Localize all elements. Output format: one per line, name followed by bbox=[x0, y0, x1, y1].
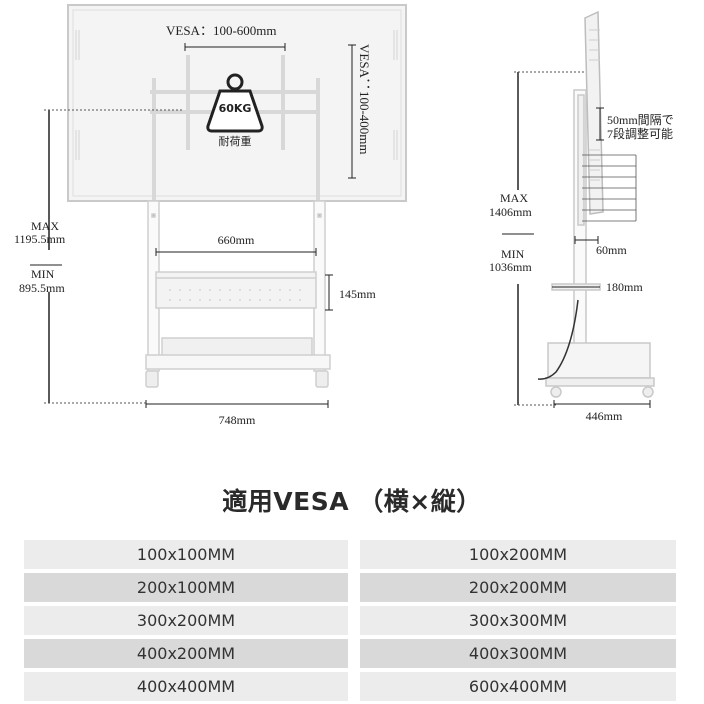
front-660-label: 660mm bbox=[217, 233, 255, 247]
side-max-label: MAX bbox=[500, 191, 529, 205]
side-column bbox=[545, 89, 655, 398]
front-vesa-v-label: VESA：100-400mm bbox=[356, 44, 372, 155]
table-row: 300x200MM 300x300MM bbox=[24, 606, 676, 635]
front-145-label: 145mm bbox=[339, 287, 376, 301]
vesa-cell-right: 400x300MM bbox=[360, 639, 676, 668]
front-max-value: 1195.5mm bbox=[14, 232, 66, 246]
table-row: 400x200MM 400x300MM bbox=[24, 639, 676, 668]
front-660-dim bbox=[155, 248, 317, 256]
side-min-value: 1036mm bbox=[489, 260, 532, 274]
weight-icon bbox=[206, 73, 264, 133]
side-60-label: 60mm bbox=[596, 243, 627, 257]
load-caption: 耐荷重 bbox=[218, 136, 252, 148]
vesa-cell-left: 400x200MM bbox=[24, 639, 348, 668]
vesa-cell-right: 100x200MM bbox=[360, 540, 676, 569]
vesa-table-title: 適用VESA （横×縦） bbox=[222, 487, 482, 516]
side-adjust-line2: 7段調整可能 bbox=[607, 127, 674, 141]
table-row: 400x400MM 600x400MM bbox=[24, 672, 676, 701]
vesa-cell-left: 300x200MM bbox=[24, 606, 348, 635]
front-min-label: MIN bbox=[31, 267, 55, 281]
front-min-value: 895.5mm bbox=[19, 281, 65, 295]
vesa-cell-right: 300x300MM bbox=[360, 606, 676, 635]
stand-diagram: VESA：100-600mm VESA：100-400mm 60KG 耐荷重 6… bbox=[14, 4, 674, 427]
side-adjust-line1: 50mm間隔で bbox=[607, 113, 674, 127]
load-value: 60KG bbox=[218, 102, 252, 115]
front-vesa-h-dim bbox=[184, 43, 286, 51]
front-max-label: MAX bbox=[31, 219, 60, 233]
table-row: 100x100MM 100x200MM bbox=[24, 540, 676, 569]
vesa-cell-right: 600x400MM bbox=[360, 672, 676, 701]
stand-drawing bbox=[30, 4, 655, 408]
front-145-dim bbox=[325, 274, 333, 311]
side-tv-panel bbox=[584, 10, 604, 215]
front-748-dim bbox=[145, 400, 329, 408]
front-vesa-v-dim bbox=[348, 44, 356, 179]
vesa-cell-right: 200x200MM bbox=[360, 573, 676, 602]
front-view bbox=[30, 4, 407, 408]
side-view bbox=[502, 10, 655, 408]
vesa-cell-left: 100x100MM bbox=[24, 540, 348, 569]
side-min-label: MIN bbox=[501, 247, 525, 261]
front-vesa-h-label: VESA：100-600mm bbox=[166, 23, 277, 38]
side-446-label: 446mm bbox=[585, 409, 623, 423]
side-180-label: 180mm bbox=[606, 280, 643, 294]
side-max-value: 1406mm bbox=[489, 205, 532, 219]
vesa-cell-left: 400x400MM bbox=[24, 672, 348, 701]
side-step-lines bbox=[582, 154, 637, 222]
vesa-cell-left: 200x100MM bbox=[24, 573, 348, 602]
table-row: 200x100MM 200x200MM bbox=[24, 573, 676, 602]
front-748-label: 748mm bbox=[218, 413, 256, 427]
front-stand bbox=[145, 200, 331, 388]
